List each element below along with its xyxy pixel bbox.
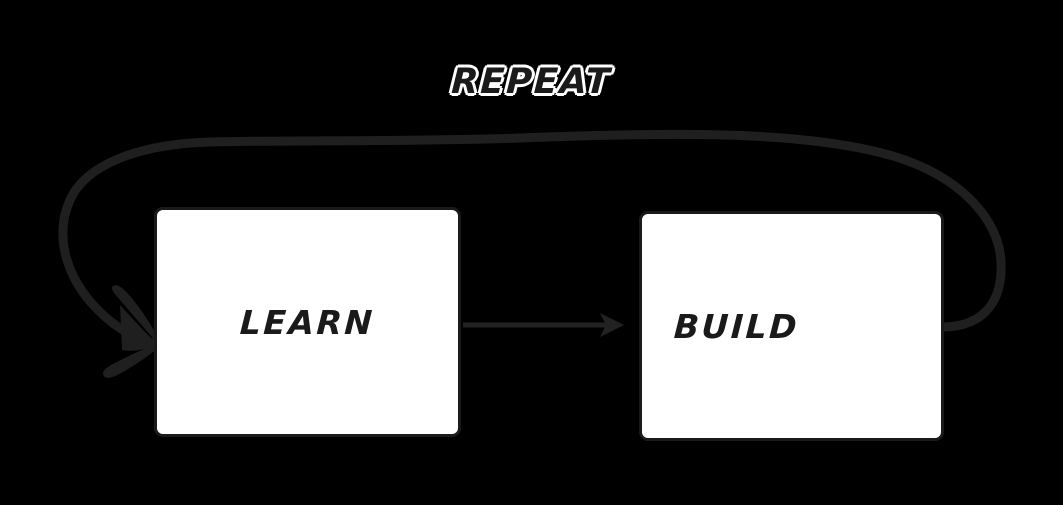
edge-build-to-learn-arrow-tip	[120, 305, 158, 351]
edge-learn-to-build	[463, 313, 624, 337]
edge-build-to-learn-arrow-barb-lower	[103, 344, 159, 378]
node-learn-label: LEARN	[239, 302, 376, 342]
edge-learn-to-build-arrowhead	[600, 313, 624, 337]
edge-build-to-learn-arrow-barb-upper	[111, 285, 158, 343]
node-learn[interactable]: LEARN	[154, 207, 461, 437]
node-build[interactable]: BUILD	[639, 211, 944, 441]
node-build-label: BUILD	[672, 306, 801, 346]
edge-build-to-learn	[58, 129, 1006, 378]
edge-build-to-learn-curve	[58, 129, 1006, 349]
